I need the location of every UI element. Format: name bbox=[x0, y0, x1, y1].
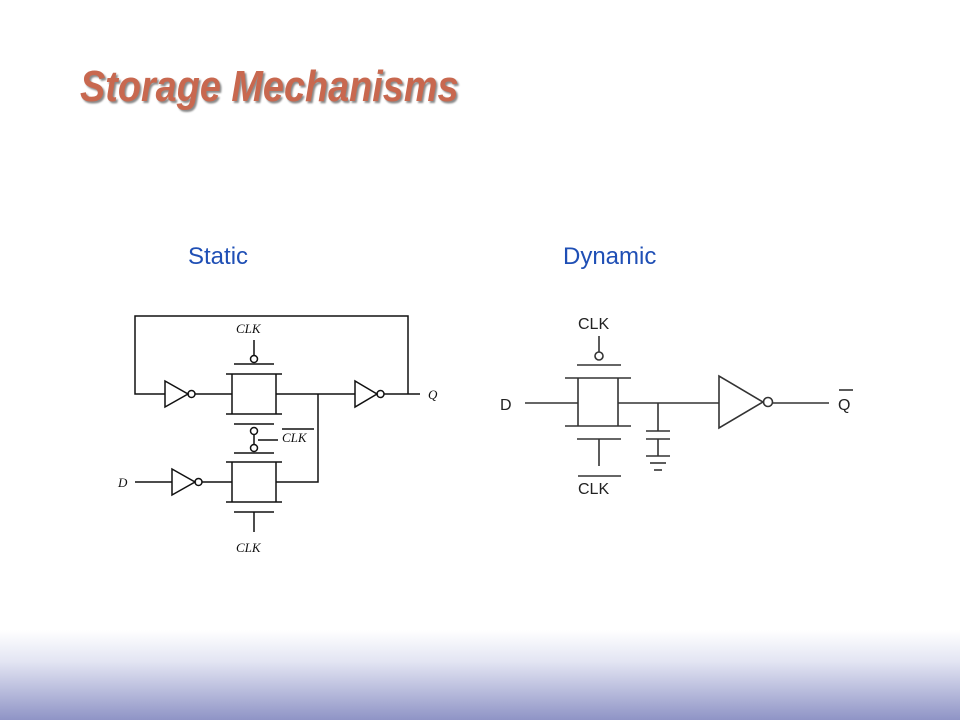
dynamic-transmission-gate bbox=[565, 336, 631, 466]
static-clk-top-label: CLK bbox=[236, 321, 262, 336]
dynamic-circuit: Dynamic CLK CLK D bbox=[500, 243, 853, 498]
static-transmission-gate-1 bbox=[226, 340, 282, 440]
static-q-label: Q bbox=[428, 387, 438, 402]
static-input-inverter bbox=[171, 467, 203, 497]
dynamic-clk-top-label: CLK bbox=[578, 316, 609, 333]
static-feedback-wire bbox=[134, 315, 409, 395]
static-feedback-inverter bbox=[164, 379, 196, 409]
dynamic-storage-capacitor bbox=[646, 403, 670, 456]
static-d-label: D bbox=[117, 475, 128, 490]
dynamic-output-inverter bbox=[718, 374, 774, 430]
dynamic-d-label: D bbox=[500, 397, 512, 414]
static-heading: Static bbox=[188, 243, 248, 270]
static-output-inverter bbox=[354, 379, 385, 409]
static-transmission-gate-2 bbox=[226, 440, 282, 532]
static-clk-bottom-label: CLK bbox=[236, 540, 262, 555]
footer-gradient-band bbox=[0, 630, 960, 720]
slide-title: Storage Mechanisms bbox=[80, 62, 459, 111]
static-node-wire bbox=[276, 394, 319, 483]
ground-icon bbox=[646, 455, 670, 471]
static-clk-bar-label: CLK bbox=[282, 430, 308, 445]
dynamic-clk-bottom-label: CLK bbox=[578, 481, 609, 498]
static-circuit: Static CLK Q bbox=[117, 243, 438, 555]
dynamic-q-label: Q bbox=[838, 397, 850, 414]
dynamic-heading: Dynamic bbox=[563, 243, 656, 270]
